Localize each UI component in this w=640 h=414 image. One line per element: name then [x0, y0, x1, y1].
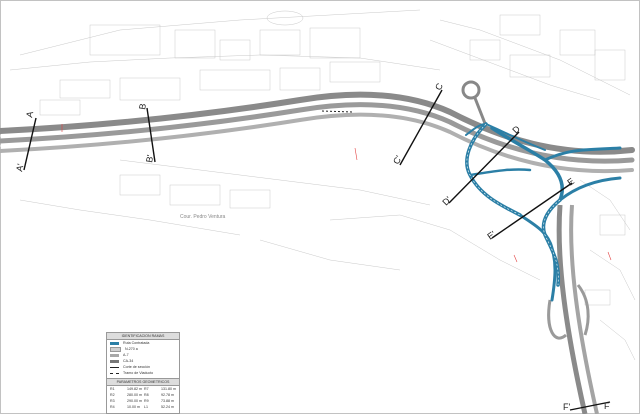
- section-d2-label: D': [440, 194, 453, 207]
- legend-swatch: [110, 353, 119, 357]
- legend-line-label: Corte de sección: [123, 365, 150, 369]
- param-cell: 280.00 m: [127, 393, 142, 397]
- section-d-label: D: [510, 123, 522, 135]
- param-cell: 52.24 m: [161, 405, 174, 409]
- main-motorway: [0, 91, 635, 174]
- param-cell: R8: [144, 393, 149, 397]
- param-cell: 149.82 m: [127, 387, 142, 391]
- param-cell: L1: [144, 405, 148, 409]
- param-cell: 290.00 m: [127, 399, 142, 403]
- legend-dash-swatch: [110, 372, 119, 374]
- section-cut-a: [23, 117, 37, 171]
- legend-item: A-7: [107, 352, 179, 358]
- legend-swatch: [110, 346, 121, 352]
- section-cut-e: [491, 182, 573, 239]
- legend-item: CA-34: [107, 358, 179, 364]
- legend-swatch: [110, 359, 119, 363]
- legend-item: Ruta Contratada: [107, 340, 179, 346]
- param-cell: 73.88 m: [161, 399, 174, 403]
- param-cell: R4: [110, 405, 115, 409]
- north-roundabout: [461, 80, 488, 127]
- section-e2-label: E': [485, 229, 497, 242]
- legend-line-item: Corte de sección: [107, 364, 179, 370]
- section-letters: A A' B B' C C' D D' E E' F F': [14, 81, 610, 412]
- section-cuts: [23, 89, 611, 411]
- section-f-label: F: [604, 401, 610, 411]
- urban-base-layer: [9, 9, 636, 361]
- section-c-label: C: [433, 81, 445, 92]
- param-cell: R1: [110, 387, 115, 391]
- section-c2-label: C': [391, 154, 404, 166]
- legend-panel: IDENTIFICACION RAMAS Ruta Contratada N-2…: [106, 332, 180, 414]
- legend-swatch: [110, 341, 119, 345]
- section-cut-d: [448, 131, 520, 204]
- params-row: R4 10.00 m L1 52.24 m: [107, 404, 179, 410]
- section-cut-b: [146, 107, 156, 163]
- chainage-marks: [61, 124, 612, 263]
- viaduct-marker: [321, 110, 353, 113]
- section-a-label: A: [24, 110, 35, 118]
- ramp-centerlines: [466, 123, 561, 286]
- legend-item-label: N-270 a: [125, 347, 138, 351]
- param-cell: R3: [110, 399, 115, 403]
- param-cell: R2: [110, 393, 115, 397]
- legend-item-label: CA-34: [123, 359, 134, 363]
- legend-line-label: Tramo de Viaducto: [123, 371, 154, 375]
- param-cell: R7: [144, 387, 149, 391]
- section-a2-label: A': [14, 163, 25, 173]
- param-cell: R9: [144, 399, 149, 403]
- legend-item: N-270 a: [107, 346, 179, 352]
- south-motorway: [547, 204, 599, 414]
- legend-item-label: A-7: [123, 353, 129, 357]
- param-cell: 92.78 m: [161, 393, 174, 397]
- legend-item-label: Ruta Contratada: [123, 341, 150, 345]
- section-cut-c: [399, 89, 443, 166]
- legend-title: IDENTIFICACION RAMAS: [107, 333, 179, 340]
- legend-line-item: Tramo de Viaducto: [107, 370, 179, 376]
- section-b2-label: B': [144, 154, 155, 164]
- place-label: Cour. Pedro Ventura: [180, 214, 226, 220]
- param-cell: 10.00 m: [127, 405, 140, 409]
- params-title: PARAMETROS GEOMETRICOS: [107, 378, 179, 386]
- section-cut-f: [569, 401, 611, 411]
- legend-line-swatch: [110, 366, 119, 368]
- section-b-label: B: [137, 103, 148, 111]
- param-cell: 131.80 m: [161, 387, 176, 391]
- section-f2-label: F': [563, 402, 570, 412]
- section-e-label: E: [565, 176, 576, 188]
